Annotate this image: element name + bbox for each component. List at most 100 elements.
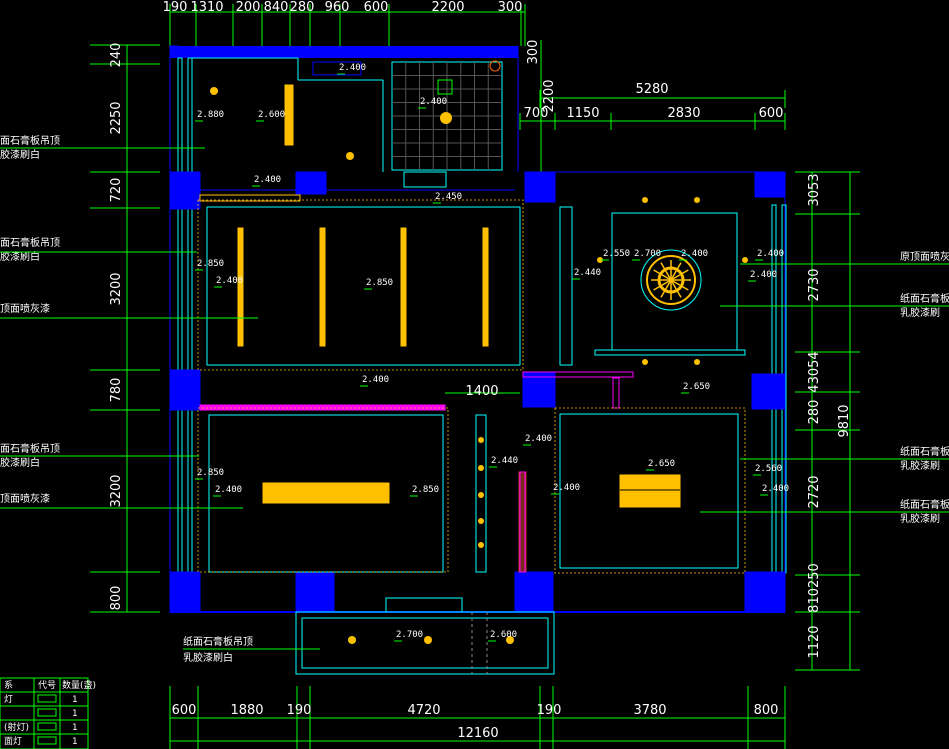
bedroom-edge	[554, 407, 746, 574]
bottom-dim-label: 190	[287, 703, 312, 718]
left-dim-label: 3200	[109, 272, 124, 305]
right-dim-label: 1120	[807, 625, 822, 658]
bottom-dim-label: 1880	[230, 703, 263, 718]
left-dim-label: 720	[109, 178, 124, 203]
left-inner-cyan-2	[187, 57, 193, 574]
column	[514, 571, 554, 613]
bottom-note: 乳胶漆刷白	[183, 651, 233, 664]
yellow-strip-top	[199, 194, 301, 202]
elevation-label: 2.400	[681, 249, 708, 259]
elevation-label: 2.400	[339, 63, 366, 73]
downlight	[478, 542, 484, 548]
left-inner-cyan	[177, 57, 183, 574]
linear-light	[237, 227, 244, 347]
elevation-label: 2.400	[420, 97, 447, 107]
lamp-ring-outer	[640, 249, 702, 311]
legend-cell: (射灯)	[4, 721, 29, 733]
downlight	[694, 197, 700, 203]
column	[295, 171, 327, 195]
downlight	[478, 492, 484, 498]
spotlight	[424, 636, 432, 644]
magenta-post	[612, 377, 620, 409]
bottom-dim-label: 800	[754, 703, 779, 718]
downlight	[642, 359, 648, 365]
linear-light	[400, 227, 407, 347]
column	[169, 571, 201, 613]
downlight	[478, 465, 484, 471]
lamp-ray	[660, 279, 672, 298]
right-dim-label: 3053	[807, 173, 822, 206]
magenta-strip	[199, 404, 446, 411]
elevation-label: 2.400	[216, 276, 243, 286]
elevation-label: 2.400	[215, 485, 242, 495]
bottom-dim-label: 3780	[633, 703, 666, 718]
legend-header: 系	[4, 680, 13, 691]
elevation-label: 2.560	[755, 464, 782, 474]
balcony-outline	[295, 611, 555, 675]
column	[295, 571, 335, 613]
right-dim-label: 280	[807, 400, 822, 425]
elevation-label: 2.400	[762, 484, 789, 494]
balcony-door	[385, 597, 463, 613]
legend-cell: 1	[72, 709, 78, 719]
right-top-part-label: 1150	[566, 106, 599, 121]
left-outer-wall	[169, 45, 179, 613]
exhaust-icon	[489, 60, 501, 72]
elevation-label: 2.550	[603, 249, 630, 259]
right-note: 乳胶漆刷	[900, 512, 940, 525]
top-dim-label: 2200	[431, 0, 464, 15]
column	[524, 171, 556, 203]
decor-panel	[262, 482, 390, 504]
inner-dim-300: 300	[526, 40, 541, 65]
legend-symbol	[37, 736, 57, 745]
legend-cell: 面灯	[4, 736, 22, 747]
right-top-total-label: 5280	[635, 82, 668, 97]
right-dim-label: 2720	[807, 475, 822, 508]
top-dim-label: 300	[498, 0, 523, 15]
living-room-edge	[197, 199, 524, 371]
legend-cell: 1	[72, 723, 78, 733]
bottom-dim-label: 4720	[407, 703, 440, 718]
top-dim-label: 600	[364, 0, 389, 15]
elevation-label: 2.600	[258, 110, 285, 120]
mid-dim-label: 1400	[465, 384, 498, 399]
bedroom-light-panel	[619, 474, 681, 508]
right-dim-label: 2730	[807, 268, 822, 301]
lamp-ray	[660, 262, 672, 281]
left-dim-label: 800	[109, 586, 124, 611]
right-note: 纸面石膏板吊	[900, 498, 949, 511]
lamp-ray	[670, 262, 682, 281]
column	[744, 571, 786, 613]
elevation-label: 2.650	[648, 459, 675, 469]
elevation-label: 2.700	[396, 630, 423, 640]
vertical-strip	[559, 206, 573, 366]
light-strip	[284, 84, 294, 146]
door-frame	[403, 171, 447, 188]
elevation-label: 2.400	[757, 249, 784, 259]
spotlight	[506, 636, 514, 644]
inner-dim-2200: 2200	[542, 79, 557, 112]
top-dim-label: 960	[325, 0, 350, 15]
top-wall	[170, 46, 518, 58]
lamp-ray	[670, 269, 689, 281]
elevation-label: 2.700	[634, 249, 661, 259]
left-note: 面石膏板吊顶	[0, 236, 60, 249]
left-note: 顶面喷灰漆	[0, 492, 50, 505]
left-dim-label: 2250	[109, 101, 124, 134]
legend-header: 数量(盏)	[62, 679, 96, 691]
room-sign-box	[312, 61, 362, 76]
downlight	[597, 257, 603, 263]
elevation-label: 2.440	[574, 268, 601, 278]
right-total-label: 9810	[837, 404, 852, 437]
bottom-dim-label: 190	[537, 703, 562, 718]
legend-cell: 1	[72, 737, 78, 747]
right-note: 纸面石膏板吊	[900, 292, 949, 305]
right-note: 纸面石膏板吊	[900, 445, 949, 458]
lamp-ray	[653, 269, 672, 281]
top-dim-label: 1310	[190, 0, 223, 15]
linear-light	[482, 227, 489, 347]
lamp-ray	[670, 279, 682, 298]
right-note: 乳胶漆刷	[900, 306, 940, 319]
elevation-label: 2.880	[197, 110, 224, 120]
